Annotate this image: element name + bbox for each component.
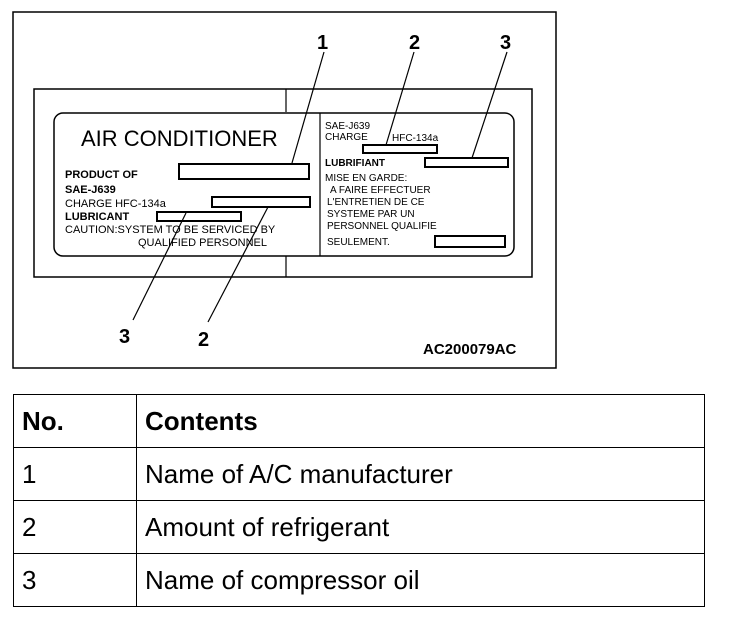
table-row: 3 Name of compressor oil xyxy=(13,553,705,607)
label-sae: SAE-J639 xyxy=(65,184,116,196)
blank-manufacturer xyxy=(178,163,310,180)
leader-3-top xyxy=(471,51,508,159)
label-fr-mise-3: L'ENTRETIEN DE CE xyxy=(327,197,425,208)
cell-no: 1 xyxy=(13,447,137,501)
table-header-row: No. Contents xyxy=(13,394,705,448)
label-fr-mise-5: PERSONNEL QUALIFIE xyxy=(327,221,437,232)
cell-contents: Name of compressor oil xyxy=(136,553,705,607)
label-inner xyxy=(53,112,515,257)
header-no: No. xyxy=(13,394,137,448)
callout-2-top: 2 xyxy=(409,32,420,54)
cell-no: 2 xyxy=(13,500,137,554)
label-fr-mise-2: A FAIRE EFFECTUER xyxy=(330,185,431,196)
label-fr-sae: SAE-J639 xyxy=(325,121,370,132)
leader-1 xyxy=(291,51,325,164)
leader-3-bottom xyxy=(132,212,187,321)
label-plate xyxy=(33,88,533,278)
leader-2-bottom xyxy=(207,206,269,323)
blank-refrigerant-fr xyxy=(362,144,438,154)
cell-no: 3 xyxy=(13,553,137,607)
label-product-of: PRODUCT OF xyxy=(65,169,138,181)
label-title: AIR CONDITIONER xyxy=(81,126,278,151)
callout-1: 1 xyxy=(317,32,328,54)
cell-contents: Name of A/C manufacturer xyxy=(136,447,705,501)
legend-table: No. Contents 1 Name of A/C manufacturer … xyxy=(13,394,705,607)
blank-refrigerant-en xyxy=(211,196,311,208)
label-lubricant: LUBRICANT xyxy=(65,211,129,223)
leader-2-top xyxy=(385,51,415,146)
label-fr-charge-value: HFC-134a xyxy=(392,133,439,144)
table-row: 2 Amount of refrigerant xyxy=(13,500,705,554)
label-fr-mise-6: SEULEMENT. xyxy=(327,237,390,248)
label-fr-mise-1: MISE EN GARDE: xyxy=(325,173,407,184)
header-contents: Contents xyxy=(136,394,705,448)
callout-3-bottom: 3 xyxy=(119,326,130,348)
table-row: 1 Name of A/C manufacturer xyxy=(13,447,705,501)
label-fr-lubrifiant: LUBRIFIANT xyxy=(325,158,385,169)
figure-code: AC200079AC xyxy=(423,341,517,358)
label-fr-charge: CHARGE xyxy=(325,132,368,143)
blank-oil-fr xyxy=(424,157,509,168)
blank-manufacturer-fr xyxy=(434,235,506,248)
label-charge: CHARGE HFC-134a xyxy=(65,198,167,210)
label-caution-1: CAUTION:SYSTEM TO BE SERVICED BY xyxy=(65,224,276,236)
label-diagram: AIR CONDITIONER PRODUCT OF SAE-J639 CHAR… xyxy=(12,11,557,369)
cell-contents: Amount of refrigerant xyxy=(136,500,705,554)
callout-3-top: 3 xyxy=(500,32,511,54)
figure-frame xyxy=(12,11,557,369)
label-fr-mise-4: SYSTEME PAR UN xyxy=(327,209,415,220)
callout-2-bottom: 2 xyxy=(198,329,209,351)
blank-oil-en xyxy=(156,211,242,222)
